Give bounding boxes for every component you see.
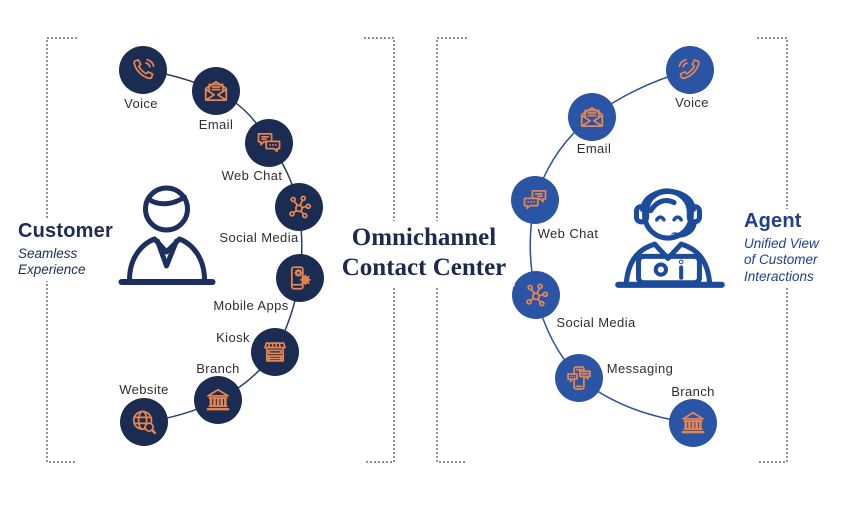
channel-node-messaging: [555, 354, 603, 402]
channel-label-email: Email: [576, 141, 612, 156]
channel-label-voice: Voice: [124, 96, 158, 111]
network-icon: [526, 283, 549, 307]
channel-label-messaging: Messaging: [606, 361, 674, 376]
channel-node-website: [120, 398, 168, 446]
email-icon: [580, 107, 604, 127]
channel-label-web-chat: Web Chat: [537, 226, 599, 241]
title-line-2: Contact Center: [341, 253, 507, 281]
phone-icon: [678, 58, 700, 80]
channel-label-social-media: Social Media: [219, 230, 299, 245]
diagram-title: Omnichannel Contact Center: [333, 221, 515, 286]
channel-node-branch: [194, 376, 242, 424]
channel-label-mobile-apps: Mobile Apps: [213, 298, 289, 313]
network-icon: [289, 195, 312, 219]
channel-label-branch: Branch: [671, 384, 715, 399]
channel-node-voice: [666, 46, 714, 94]
channel-node-email: [568, 93, 616, 141]
channel-label-branch: Branch: [196, 361, 240, 376]
channel-label-web-chat: Web Chat: [221, 168, 283, 183]
channel-node-kiosk: [251, 328, 299, 376]
channel-node-web-chat: [511, 176, 559, 224]
channel-label-social-media: Social Media: [556, 315, 636, 330]
customer-subtitle-line: Seamless: [18, 246, 78, 261]
agent-text-block: Agent Unified View of Customer Interacti…: [742, 209, 823, 288]
bank-icon: [206, 388, 230, 411]
chat-icon: [523, 190, 547, 210]
channel-node-voice: [119, 46, 167, 94]
agent-figure: [604, 169, 736, 295]
customer-subtitle-line: Experience: [18, 262, 86, 278]
agent-subtitle-line: of Customer: [744, 252, 818, 268]
customer-head: [143, 185, 190, 233]
messaging-icon: [567, 366, 591, 390]
customer-figure: [114, 170, 220, 292]
agent-eye-left: [655, 215, 666, 222]
mobile-apps-icon: [290, 266, 311, 290]
customer-hair: [146, 194, 187, 207]
channel-node-mobile-apps: [276, 254, 324, 302]
channel-label-email: Email: [198, 117, 234, 132]
channel-node-web-chat: [245, 119, 293, 167]
agent-subtitle-line: Interactions: [744, 268, 814, 284]
channel-label-website: Website: [119, 382, 169, 397]
headset-band: [640, 188, 696, 213]
customer-text-block: Customer Seamless Experience: [16, 219, 117, 281]
agent-heading: Agent: [744, 210, 802, 232]
globe-search-icon: [132, 410, 157, 435]
agent-eye-right: [672, 215, 683, 222]
channel-label-voice: Voice: [675, 95, 709, 110]
channel-label-kiosk: Kiosk: [216, 330, 250, 345]
channel-node-email: [192, 67, 240, 115]
channel-node-social-media: [512, 271, 560, 319]
chat-icon: [257, 133, 281, 153]
phone-icon: [133, 58, 155, 80]
email-icon: [204, 81, 228, 101]
customer-heading: Customer: [18, 220, 113, 242]
headset-mic-boom: [673, 219, 697, 238]
channel-node-social-media: [275, 183, 323, 231]
laptop-logo: [653, 262, 668, 277]
title-line-1: Omnichannel: [351, 224, 497, 251]
headset-earcup-left: [633, 204, 650, 225]
kiosk-icon: [264, 342, 286, 362]
bank-icon: [681, 411, 705, 434]
agent-subtitle-line: Unified View: [744, 236, 819, 251]
channel-node-branch: [669, 399, 717, 447]
